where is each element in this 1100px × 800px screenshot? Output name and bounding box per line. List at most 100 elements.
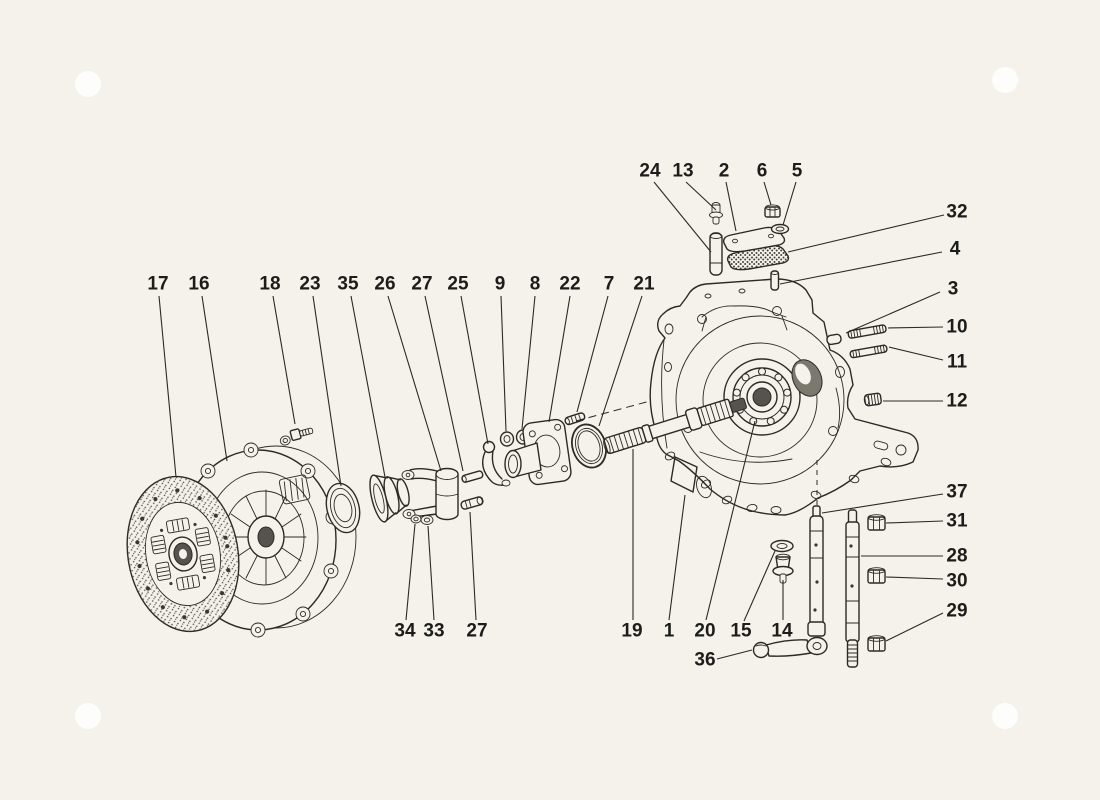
main-shaft bbox=[603, 397, 747, 454]
leader-line-10 bbox=[887, 326, 944, 329]
leader-line-16 bbox=[201, 295, 228, 462]
spacer-3 bbox=[826, 333, 842, 346]
leader-line-31 bbox=[885, 520, 944, 524]
part-number-4: 4 bbox=[950, 239, 961, 260]
bearing-23 bbox=[325, 482, 361, 534]
part-number-18: 18 bbox=[259, 274, 280, 295]
page-punch-holes bbox=[75, 67, 1018, 729]
part-number-22: 22 bbox=[559, 274, 580, 295]
stud-10 bbox=[847, 324, 887, 339]
leader-line-9 bbox=[500, 295, 507, 432]
part-number-15: 15 bbox=[730, 621, 752, 642]
part-number-21: 21 bbox=[633, 274, 655, 295]
leader-line-24 bbox=[653, 181, 712, 253]
nut-31 bbox=[867, 514, 886, 531]
part-number-35: 35 bbox=[337, 274, 359, 295]
part-number-20: 20 bbox=[694, 621, 715, 642]
bolt-18 bbox=[279, 427, 314, 446]
stud-11 bbox=[849, 344, 888, 359]
fitting-13 bbox=[709, 202, 723, 225]
spring-clip-25 bbox=[482, 440, 511, 487]
leader-line-26 bbox=[387, 295, 442, 472]
pressure-plate-spokes bbox=[225, 489, 307, 585]
part-number-32: 32 bbox=[946, 202, 967, 223]
part-number-12: 12 bbox=[946, 391, 967, 412]
leader-line-13 bbox=[685, 181, 717, 211]
part-number-34: 34 bbox=[394, 621, 416, 642]
housing-upper-bore bbox=[791, 359, 823, 397]
seal-ring-21 bbox=[570, 423, 608, 469]
leader-line-7 bbox=[576, 295, 609, 413]
leader-line-20 bbox=[705, 420, 756, 621]
part-number-33: 33 bbox=[423, 621, 444, 642]
leader-line-6 bbox=[763, 181, 772, 206]
pressure-plate-spring-window bbox=[278, 474, 311, 505]
part-number-7: 7 bbox=[604, 274, 615, 295]
clutch-disc bbox=[126, 475, 240, 633]
part-number-6: 6 bbox=[757, 161, 768, 182]
pin-24 bbox=[709, 232, 723, 276]
part-number-19: 19 bbox=[621, 621, 642, 642]
part-number-14: 14 bbox=[771, 621, 793, 642]
part-number-17: 17 bbox=[147, 274, 168, 295]
stud-28 bbox=[845, 509, 860, 668]
leader-line-25 bbox=[460, 295, 489, 445]
part-number-31: 31 bbox=[946, 511, 968, 532]
leader-line-5 bbox=[782, 181, 797, 226]
lever-36 bbox=[752, 636, 828, 659]
leader-line-35 bbox=[350, 295, 386, 478]
leader-line-1 bbox=[668, 494, 686, 621]
part-number-30: 30 bbox=[946, 571, 967, 592]
operating-shaft-37 bbox=[807, 505, 826, 637]
part-number-25: 25 bbox=[447, 274, 469, 295]
nut-30 bbox=[867, 567, 886, 584]
part-number-10: 10 bbox=[946, 317, 967, 338]
part-number-29: 29 bbox=[946, 601, 967, 622]
leader-line-36 bbox=[716, 649, 753, 660]
part-number-5: 5 bbox=[792, 161, 803, 182]
washer-5 bbox=[770, 223, 790, 235]
bolt-14 bbox=[772, 553, 794, 584]
cover-flange-22 bbox=[504, 418, 572, 486]
part-number-8: 8 bbox=[530, 274, 541, 295]
leader-line-30 bbox=[885, 576, 944, 580]
leader-line-23 bbox=[312, 295, 342, 487]
leader-line-11 bbox=[888, 346, 944, 361]
release-fork bbox=[401, 467, 484, 525]
studs-group bbox=[826, 324, 888, 407]
part-number-26: 26 bbox=[374, 274, 395, 295]
leader-line-15 bbox=[743, 550, 776, 622]
ball-bearing-20 bbox=[732, 367, 792, 427]
part-number-24: 24 bbox=[639, 161, 661, 182]
leader-line-27 bbox=[469, 511, 477, 621]
part-number-28: 28 bbox=[946, 546, 967, 567]
leader-line-17 bbox=[158, 295, 177, 478]
release-bearing-35 bbox=[369, 474, 410, 523]
nuts-31-30-29 bbox=[867, 514, 886, 652]
leader-line-34 bbox=[405, 523, 416, 621]
nut-6 bbox=[764, 204, 781, 218]
leader-line-4 bbox=[779, 251, 943, 285]
disc-rivet-ring bbox=[135, 488, 231, 620]
leader-line-21 bbox=[598, 295, 643, 427]
part-number-3: 3 bbox=[948, 279, 959, 300]
part-number-1: 1 bbox=[664, 621, 675, 642]
plug-12 bbox=[863, 392, 882, 407]
part-number-16: 16 bbox=[188, 274, 209, 295]
part-number-37: 37 bbox=[946, 482, 967, 503]
part-number-9: 9 bbox=[495, 274, 506, 295]
leader-line-27 bbox=[424, 295, 464, 472]
leader-line-2 bbox=[725, 181, 737, 232]
top-cover-group bbox=[709, 202, 790, 291]
part-number-11: 11 bbox=[947, 352, 968, 373]
nut-29 bbox=[867, 635, 886, 652]
leader-line-32 bbox=[787, 214, 945, 253]
part-number-2: 2 bbox=[719, 161, 730, 182]
leader-line-33 bbox=[427, 525, 435, 621]
leader-line-18 bbox=[272, 295, 296, 425]
leader-line-3 bbox=[845, 291, 941, 334]
part-number-23: 23 bbox=[299, 274, 320, 295]
